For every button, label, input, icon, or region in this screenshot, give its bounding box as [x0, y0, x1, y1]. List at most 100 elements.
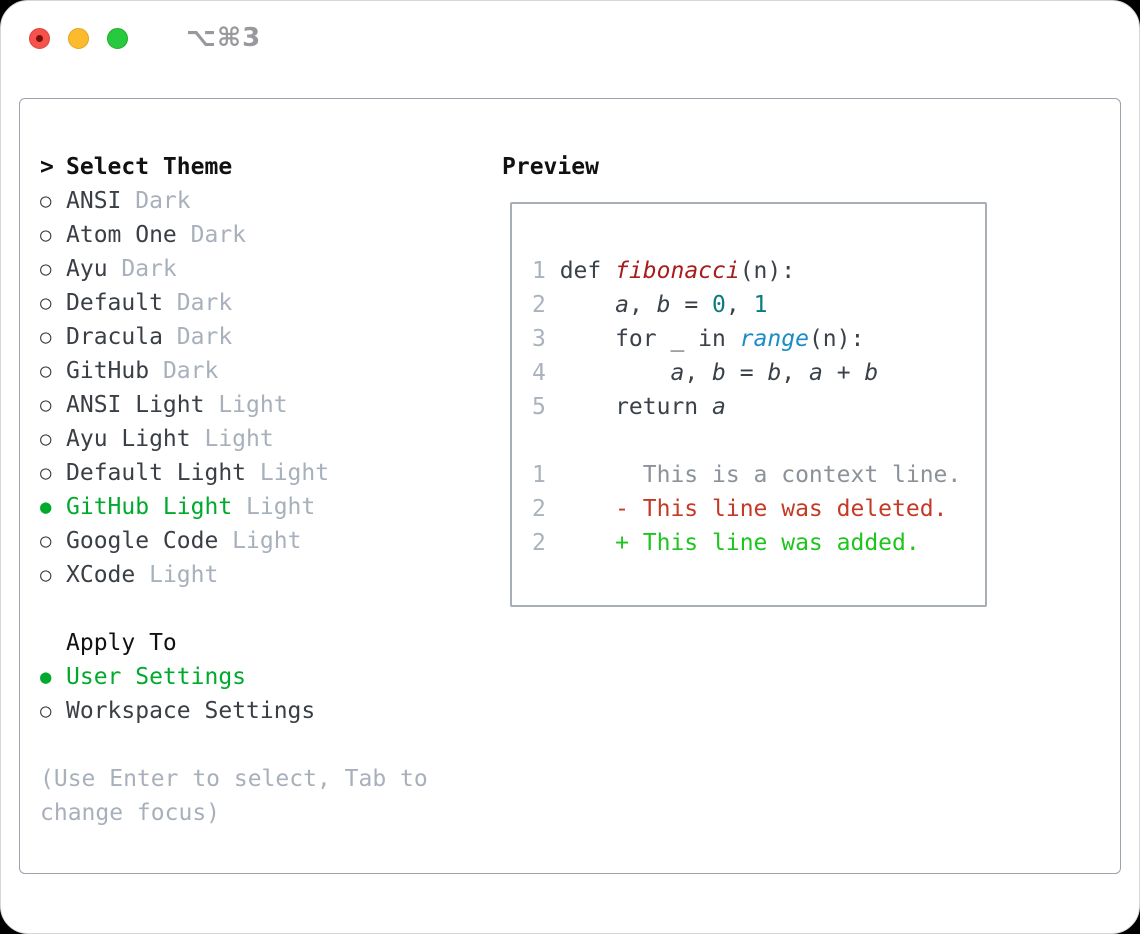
- diff-line-text: + This line was added.: [559, 530, 920, 556]
- apply-to-label: Apply To: [66, 630, 177, 656]
- radio-icon: ○: [40, 360, 52, 382]
- theme-variant-label: Light: [246, 460, 330, 486]
- titlebar: ⌥⌘3: [1, 1, 1139, 75]
- theme-variant-label: Dark: [162, 324, 233, 350]
- theme-list: ○ ANSI Dark ○ Atom One Dark ○ Ayu Dark ○ Def…: [40, 184, 502, 592]
- apply-to-list: ● User Settings ○Workspace Settings: [40, 660, 502, 728]
- select-theme-header: > Select Theme: [40, 150, 502, 184]
- minimize-button-icon[interactable]: [68, 27, 89, 49]
- theme-list-item[interactable]: ○ Default Light Light: [40, 456, 502, 490]
- theme-list-item[interactable]: ○ XCode Light: [40, 558, 502, 592]
- theme-name: ANSI: [66, 188, 122, 214]
- spacer: [532, 424, 967, 458]
- select-theme-label: Select Theme: [66, 154, 233, 180]
- theme-list-item[interactable]: ○ Atom One Dark: [40, 218, 502, 252]
- theme-list-item[interactable]: ● GitHub Light Light: [40, 490, 502, 524]
- code-line-text: a, b = 0, 1: [615, 292, 768, 318]
- theme-variant-label: Dark: [107, 256, 177, 282]
- window-title: ⌥⌘3: [186, 23, 262, 53]
- theme-name: Default Light: [66, 460, 247, 486]
- theme-variant-label: Light: [135, 562, 219, 588]
- diff-line: 2 - This line was deleted.: [532, 492, 967, 526]
- code-sample: 1 def fibonacci(n): 2 a, b = 0, 1 3 for _…: [532, 254, 967, 424]
- line-number: 3: [532, 326, 546, 352]
- theme-name: Atom One: [66, 222, 177, 248]
- theme-list-item[interactable]: ○ Dracula Dark: [40, 320, 502, 354]
- theme-list-item[interactable]: ○ ANSI Dark: [40, 184, 502, 218]
- theme-name: XCode: [66, 562, 136, 588]
- theme-list-item[interactable]: ○ ANSI Light Light: [40, 388, 502, 422]
- code-line-text: for _ in range(n):: [559, 326, 865, 352]
- line-number: 2: [532, 292, 546, 318]
- code-line: 2 a, b = 0, 1: [532, 288, 967, 322]
- theme-variant-label: Light: [232, 494, 316, 520]
- line-number: 1: [532, 258, 546, 284]
- theme-name: GitHub: [66, 358, 150, 384]
- code-line: 3 for _ in range(n):: [532, 322, 967, 356]
- radio-icon: ○: [40, 292, 52, 314]
- preview-column: Preview 1 def fibonacci(n): 2 a, b = 0, 1…: [502, 150, 987, 873]
- hint-text: (Use Enter to select, Tab to change focu…: [40, 766, 428, 826]
- radio-icon: ●: [40, 496, 52, 518]
- theme-picker-panel: > Select Theme ○ ANSI Dark ○ Atom One Dark …: [19, 98, 1121, 874]
- line-number: 2: [532, 530, 546, 556]
- line-number: 1: [532, 462, 546, 488]
- radio-icon: ○: [40, 190, 52, 212]
- radio-icon: ○: [40, 258, 52, 280]
- code-line-text: return a: [559, 394, 726, 420]
- close-button-icon[interactable]: [29, 27, 50, 49]
- theme-name: Ayu: [66, 256, 108, 282]
- radio-icon: ○: [40, 326, 52, 348]
- apply-option-label: Workspace Settings: [66, 698, 316, 724]
- diff-line-text: This is a context line.: [559, 462, 962, 488]
- theme-name: Google Code: [66, 528, 219, 554]
- theme-name: Ayu Light: [66, 426, 191, 452]
- apply-to-header: Apply To: [40, 626, 502, 660]
- theme-name: ANSI Light: [66, 392, 205, 418]
- selector-column: > Select Theme ○ ANSI Dark ○ Atom One Dark …: [40, 150, 502, 873]
- theme-list-item[interactable]: ○ Default Dark: [40, 286, 502, 320]
- preview-header: Preview: [502, 150, 984, 184]
- theme-list-item[interactable]: ○ GitHub Dark: [40, 354, 502, 388]
- theme-variant-label: Dark: [162, 290, 233, 316]
- theme-variant-label: Light: [218, 528, 302, 554]
- diff-line-text: - This line was deleted.: [559, 496, 948, 522]
- code-line-text: def fibonacci(n):: [559, 258, 796, 284]
- spacer: [40, 728, 502, 762]
- theme-name: GitHub Light: [66, 494, 233, 520]
- theme-variant-label: Light: [204, 392, 288, 418]
- prompt-icon: >: [40, 154, 54, 180]
- code-line: 5 return a: [532, 390, 967, 424]
- theme-list-item[interactable]: ○ Ayu Dark: [40, 252, 502, 286]
- diff-sample: 1 This is a context line. 2 - This line …: [532, 458, 967, 560]
- diff-line: 1 This is a context line.: [532, 458, 967, 492]
- theme-list-item[interactable]: ○ Google Code Light: [40, 524, 502, 558]
- line-number: 4: [532, 360, 546, 386]
- apply-option-label: User Settings: [66, 664, 247, 690]
- radio-icon: ○: [40, 428, 52, 450]
- code-line-text: a, b = b, a + b: [670, 360, 879, 386]
- theme-variant-label: Dark: [149, 358, 219, 384]
- zoom-button-icon[interactable]: [107, 27, 128, 49]
- theme-variant-label: Light: [190, 426, 274, 452]
- preview-box: 1 def fibonacci(n): 2 a, b = 0, 1 3 for _…: [510, 202, 987, 607]
- line-number: 5: [532, 394, 546, 420]
- theme-name: Default: [66, 290, 163, 316]
- apply-to-option[interactable]: ● User Settings: [40, 660, 502, 694]
- theme-variant-label: Dark: [121, 188, 191, 214]
- preview-label: Preview: [502, 154, 599, 180]
- radio-icon: ○: [40, 462, 52, 484]
- theme-variant-label: Dark: [176, 222, 247, 248]
- line-number: 2: [532, 496, 546, 522]
- theme-name: Dracula: [66, 324, 163, 350]
- radio-icon: ○: [40, 394, 52, 416]
- radio-icon: ●: [40, 666, 52, 688]
- radio-icon: ○: [40, 224, 52, 246]
- radio-icon: ○: [40, 530, 52, 552]
- radio-icon: ○: [40, 564, 52, 586]
- apply-to-option[interactable]: ○Workspace Settings: [40, 694, 502, 728]
- code-line: 1 def fibonacci(n):: [532, 254, 967, 288]
- theme-list-item[interactable]: ○ Ayu Light Light: [40, 422, 502, 456]
